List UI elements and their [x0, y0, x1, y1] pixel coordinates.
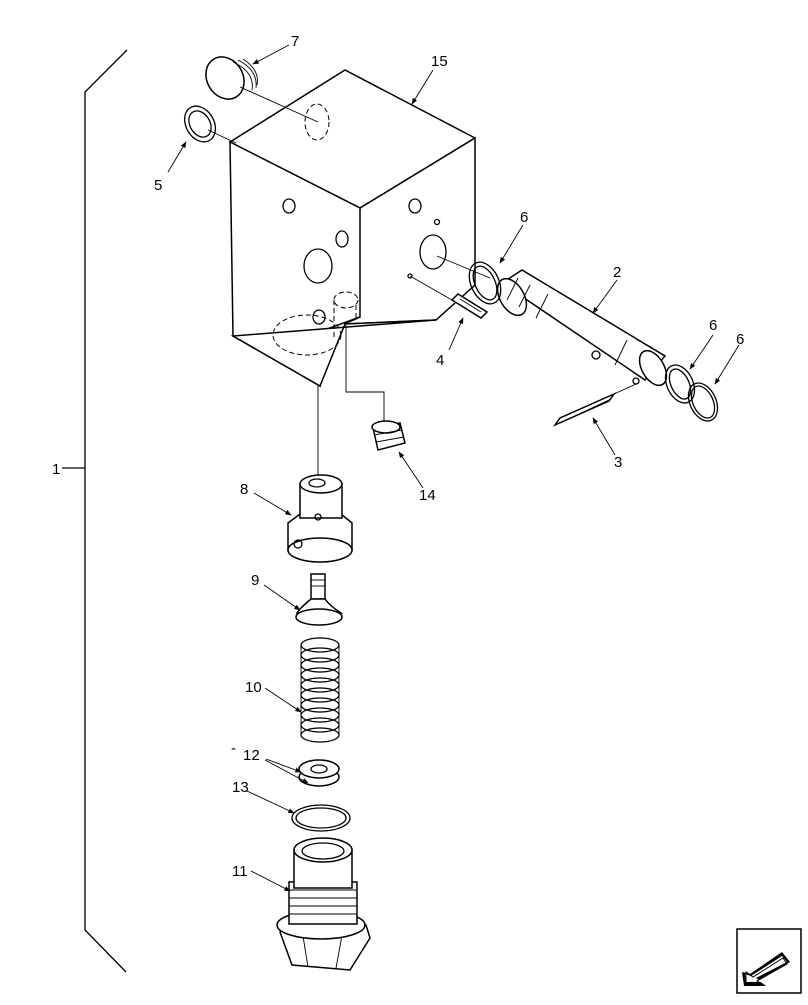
callout-3: 3	[614, 454, 622, 471]
callout-4: 4	[436, 352, 444, 369]
spring	[300, 637, 340, 743]
pin-long	[552, 383, 637, 427]
previous-page-button[interactable]	[736, 928, 802, 994]
callout-2: 2	[613, 264, 621, 281]
o-ring-large	[291, 804, 351, 832]
callout-15: 15	[431, 53, 448, 70]
callout-8: 8	[240, 481, 248, 498]
leader-lines: -	[167, 44, 740, 892]
plug-body	[276, 837, 371, 971]
callout-13: 13	[232, 779, 249, 796]
svg-text:-: -	[231, 740, 236, 757]
pin-short	[450, 293, 489, 319]
callout-labels: 1 2 3 4 5 6 6 6 7 8 9 10 11 12 13 14 15	[52, 33, 744, 880]
plug	[205, 56, 319, 123]
callout-11: 11	[232, 863, 248, 880]
shaft	[409, 255, 668, 387]
callout-6-right-b: 6	[736, 331, 744, 348]
callout-6-right-a: 6	[709, 317, 717, 334]
callout-7: 7	[291, 33, 299, 50]
callout-12: 12	[243, 747, 260, 764]
snap-ring	[183, 105, 237, 144]
arrow-previous-icon	[736, 928, 802, 994]
callout-9: 9	[251, 572, 259, 589]
callout-10: 10	[245, 679, 262, 696]
sleeve	[287, 386, 353, 563]
callout-1: 1	[52, 461, 60, 478]
fitting	[345, 325, 406, 451]
shims	[298, 759, 340, 787]
o-rings	[468, 261, 719, 422]
poppet	[295, 573, 344, 626]
assembly-bracket	[62, 49, 128, 973]
callout-5: 5	[154, 177, 162, 194]
callout-6-shaft: 6	[520, 209, 528, 226]
valve-body	[228, 69, 477, 388]
callout-14: 14	[419, 487, 436, 504]
